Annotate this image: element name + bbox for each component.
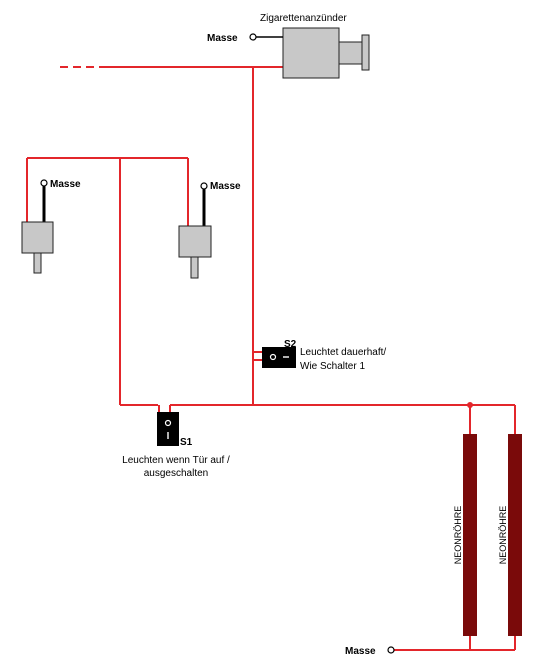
neon-tube-left-label: NEONRÖHRE (453, 506, 463, 565)
junction-dot (467, 402, 473, 408)
cigarette-lighter-label: Zigarettenanzünder (260, 13, 347, 24)
door-contact-right-icon (178, 225, 212, 258)
door-contact-left-ground-label: Masse (50, 179, 81, 190)
neon-tube-left: NEONRÖHRE (453, 434, 477, 636)
switch-s2-desc-line2: Wie Schalter 1 (300, 361, 365, 372)
switch-s1-desc-line2: ausgeschalten (144, 468, 209, 479)
bottom-ground: Masse (345, 646, 395, 657)
switch-s2-id: S2 (284, 339, 297, 350)
switch-s2-icon (262, 347, 296, 368)
switch-s1: S1 Leuchten wenn Tür auf / ausgeschalten (122, 405, 230, 479)
bottom-ground-label: Masse (345, 646, 376, 657)
neon-tube-right-icon (508, 434, 522, 636)
switch-s1-id: S1 (180, 437, 193, 448)
door-contact-left-icon (21, 221, 54, 254)
door-contact-left-ground-terminal (40, 179, 48, 187)
lighter-ground-label: Masse (207, 33, 238, 44)
cigarette-lighter: Zigarettenanzünder Masse (207, 13, 370, 79)
neon-tube-right: NEONRÖHRE (498, 434, 522, 636)
cigarette-lighter-plug (338, 41, 364, 65)
switch-s1-off-mark (164, 419, 172, 427)
door-contact-left: Masse (21, 179, 81, 274)
switch-s2-desc-line1: Leuchtet dauerhaft/ (300, 347, 386, 358)
door-contact-right-ground-label: Masse (210, 181, 241, 192)
door-contact-right-ground-terminal (200, 182, 208, 190)
switch-s2-off-mark (269, 353, 277, 361)
neon-tube-right-label: NEONRÖHRE (498, 506, 508, 565)
switch-s1-desc-line1: Leuchten wenn Tür auf / (122, 455, 230, 466)
door-contact-right-plunger (190, 256, 199, 279)
door-contact-right: Masse (178, 181, 241, 279)
bottom-ground-terminal (387, 646, 395, 654)
switch-s2: S2 Leuchtet dauerhaft/ Wie Schalter 1 (262, 339, 386, 372)
cigarette-lighter-icon (282, 27, 340, 79)
door-contact-left-plunger (33, 252, 42, 274)
lighter-ground-terminal (249, 33, 257, 41)
switch-s1-icon (157, 412, 179, 446)
neon-tube-left-icon (463, 434, 477, 636)
cigarette-lighter-cap (361, 34, 370, 71)
